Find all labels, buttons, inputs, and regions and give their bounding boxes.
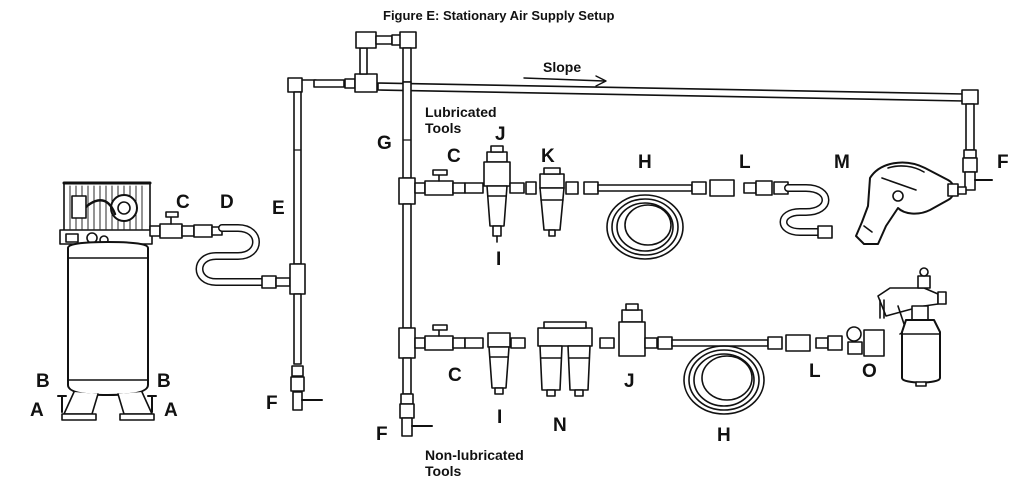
label-l-nonlubricated: L xyxy=(809,361,821,382)
label-k: K xyxy=(541,146,555,167)
impact-wrench-drawing xyxy=(855,161,967,245)
label-b-left: B xyxy=(36,371,50,392)
riser-pipe xyxy=(287,77,356,411)
slope-label: Slope xyxy=(543,59,582,75)
label-o: O xyxy=(862,361,877,382)
spray-gun-drawing xyxy=(863,267,947,387)
label-h-nonlubricated: H xyxy=(717,425,731,446)
ball-valve-compressor xyxy=(149,211,195,239)
lubricated-note-line2: Tools xyxy=(425,120,462,137)
label-e: E xyxy=(272,198,285,219)
lubricated-note-line1: Lubricated xyxy=(425,104,497,120)
label-g: G xyxy=(377,133,392,154)
nonlubricated-note: Non-lubricated Tools xyxy=(425,447,524,479)
nonlubricated-note-line1: Non-lubricated xyxy=(425,447,524,463)
anchor-bolt-right xyxy=(147,395,157,413)
label-l-lubricated: L xyxy=(739,152,751,173)
label-f-header-bottom: F xyxy=(376,424,388,445)
label-i-lubricated: I xyxy=(496,249,502,270)
anchor-bolt-left xyxy=(57,395,67,413)
label-h-lubricated: H xyxy=(638,152,652,173)
label-c-lubricated: C xyxy=(447,146,461,167)
nonlubricated-note-line2: Tools xyxy=(425,463,462,480)
header-pipe xyxy=(398,81,433,437)
label-n: N xyxy=(553,415,567,436)
label-a-right: A xyxy=(164,400,178,421)
label-b-right: B xyxy=(157,371,171,392)
label-f-riser: F xyxy=(266,393,278,414)
label-m: M xyxy=(834,152,850,173)
pipe-fittings xyxy=(293,139,412,151)
leader-hose xyxy=(193,224,291,289)
label-j-nonlubricated: J xyxy=(624,371,635,392)
label-d: D xyxy=(220,192,234,213)
label-i-nonlubricated: I xyxy=(497,407,503,428)
label-a-left: A xyxy=(30,400,44,421)
label-c-nonlubricated: C xyxy=(448,365,462,386)
compressor xyxy=(57,181,157,421)
label-f-header: F xyxy=(997,152,1009,173)
figure-title: Figure E: Stationary Air Supply Setup xyxy=(383,8,615,23)
lubricated-branch xyxy=(414,145,967,260)
nonlubricated-branch xyxy=(414,267,947,415)
lubricated-note: Lubricated Tools xyxy=(425,104,497,136)
label-c-compressor: C xyxy=(176,192,190,213)
top-header xyxy=(354,31,993,191)
label-j-lubricated: J xyxy=(495,124,506,145)
